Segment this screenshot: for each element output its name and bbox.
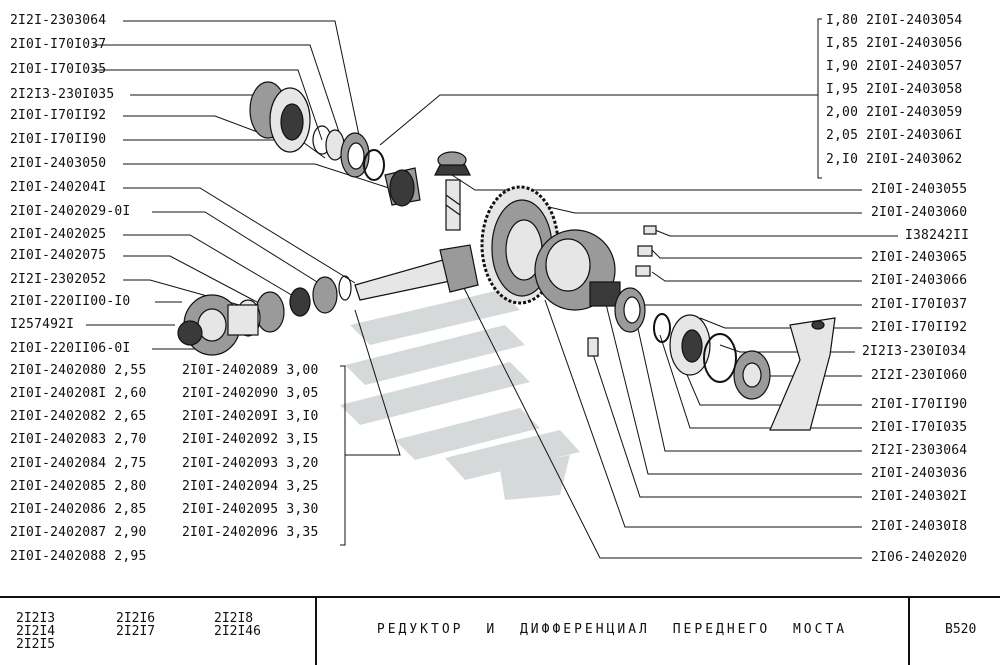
right-label-3: I38242II — [905, 228, 970, 243]
washer-row: I,80 2I0I-2403054 — [826, 13, 963, 28]
left-label-2: 2I0I-I70I037 — [10, 37, 107, 52]
left-label-8: 2I0I-240204I — [10, 180, 107, 195]
washer-row: I,85 2I0I-2403056 — [826, 36, 963, 51]
washer-row: I,95 2I0I-2403058 — [826, 82, 963, 97]
parts-diagram: 2I2I-2303064 2I0I-I70I037 2I0I-I70I035 2… — [10, 13, 970, 565]
left-label-14: I257492I — [10, 317, 75, 332]
left-label-5: 2I0I-I70II92 — [10, 108, 107, 123]
left-label-4: 2I2I3-230I035 — [10, 87, 115, 102]
right-label-14: 2I0I-240302I — [871, 489, 968, 504]
shim-a-row: 2I0I-2402080 2,55 — [10, 363, 147, 378]
leader-lines-right — [379, 18, 898, 559]
footer-divider — [315, 598, 317, 665]
shim-b-row: 2I0I-2402095 3,30 — [182, 502, 319, 517]
left-label-15: 2I0I-220II06-0I — [10, 341, 131, 356]
left-label-6: 2I0I-I70II90 — [10, 132, 107, 147]
right-label-1: 2I0I-2403055 — [871, 182, 968, 197]
ring-gear — [480, 185, 560, 305]
right-label-11: 2I0I-I70I035 — [871, 420, 968, 435]
right-label-7: 2I0I-I70II92 — [871, 320, 968, 335]
drawing-title: РЕДУКТОР И ДИФФЕРЕНЦИАЛ ПЕРЕДНЕГО МОСТА — [376, 622, 848, 637]
shim-b-row: 2I0I-2402094 3,25 — [182, 479, 319, 494]
left-label-9: 2I0I-2402029-0I — [10, 204, 131, 219]
shim-b-row: 2I0I-2402090 3,05 — [182, 386, 319, 401]
shim-a-row: 2I0I-2402085 2,80 — [10, 479, 147, 494]
washer-row: 2,00 2I0I-2403059 — [826, 105, 963, 120]
shim-b-row: 2I0I-2402092 3,I5 — [182, 432, 319, 447]
shim-a-row: 2I0I-2402084 2,75 — [10, 456, 147, 471]
mounting-bracket — [769, 317, 836, 431]
shim-a-row: 2I0I-2402087 2,90 — [10, 525, 147, 540]
left-label-1: 2I2I-2303064 — [10, 13, 107, 28]
shim-a-row: 2I0I-2402083 2,70 — [10, 432, 147, 447]
right-label-6: 2I0I-I70I037 — [871, 297, 968, 312]
right-bearing-assembly — [614, 287, 771, 400]
page-code: B520 — [945, 622, 977, 637]
left-label-7: 2I0I-2403050 — [10, 156, 107, 171]
side-gear-shaft — [434, 151, 471, 231]
right-label-15: 2I0I-24030I8 — [871, 519, 968, 534]
left-label-10: 2I0I-2402025 — [10, 227, 107, 242]
left-label-13: 2I0I-220II00-I0 — [10, 294, 131, 309]
right-label-10: 2I0I-I70II90 — [871, 397, 968, 412]
bevel-gear-small — [384, 167, 421, 207]
shim-a-row: 2I0I-2402088 2,95 — [10, 549, 147, 564]
right-label-2: 2I0I-2403060 — [871, 205, 968, 220]
shim-b-row: 2I0I-2402093 3,20 — [182, 456, 319, 471]
shim-b-row: 2I0I-2402096 3,35 — [182, 525, 319, 540]
pinion-bearing-assembly — [249, 81, 385, 181]
right-label-9: 2I2I-230I060 — [871, 368, 968, 383]
right-label-5: 2I0I-2403066 — [871, 273, 968, 288]
right-label-12: 2I2I-2303064 — [871, 443, 968, 458]
shim-a-row: 2I0I-2402082 2,65 — [10, 409, 147, 424]
washer-row: 2,I0 2I0I-2403062 — [826, 152, 963, 167]
shim-b-row: 2I0I-2402089 3,00 — [182, 363, 319, 378]
left-label-3: 2I0I-I70I035 — [10, 62, 107, 77]
washer-row: 2,05 2I0I-240306I — [826, 128, 963, 143]
left-label-12: 2I2I-2302052 — [10, 272, 107, 287]
right-label-8: 2I2I3-230I034 — [862, 344, 967, 359]
small-clips — [587, 225, 657, 357]
left-label-11: 2I0I-2402075 — [10, 248, 107, 263]
output-flange-left — [177, 294, 259, 356]
watermark-logo — [340, 290, 580, 500]
shim-a-row: 2I0I-2402086 2,85 — [10, 502, 147, 517]
differential-housing — [534, 229, 621, 311]
right-label-4: 2I0I-2403065 — [871, 250, 968, 265]
right-label-13: 2I0I-2403036 — [871, 466, 968, 481]
washer-row: I,90 2I0I-2403057 — [826, 59, 963, 74]
shim-b-row: 2I0I-240209I 3,I0 — [182, 409, 319, 424]
exploded-view-drawing — [86, 18, 898, 559]
right-label-16: 2I06-2402020 — [871, 550, 968, 565]
footer-divider — [908, 598, 910, 665]
shim-a-row: 2I0I-240208I 2,60 — [10, 386, 147, 401]
